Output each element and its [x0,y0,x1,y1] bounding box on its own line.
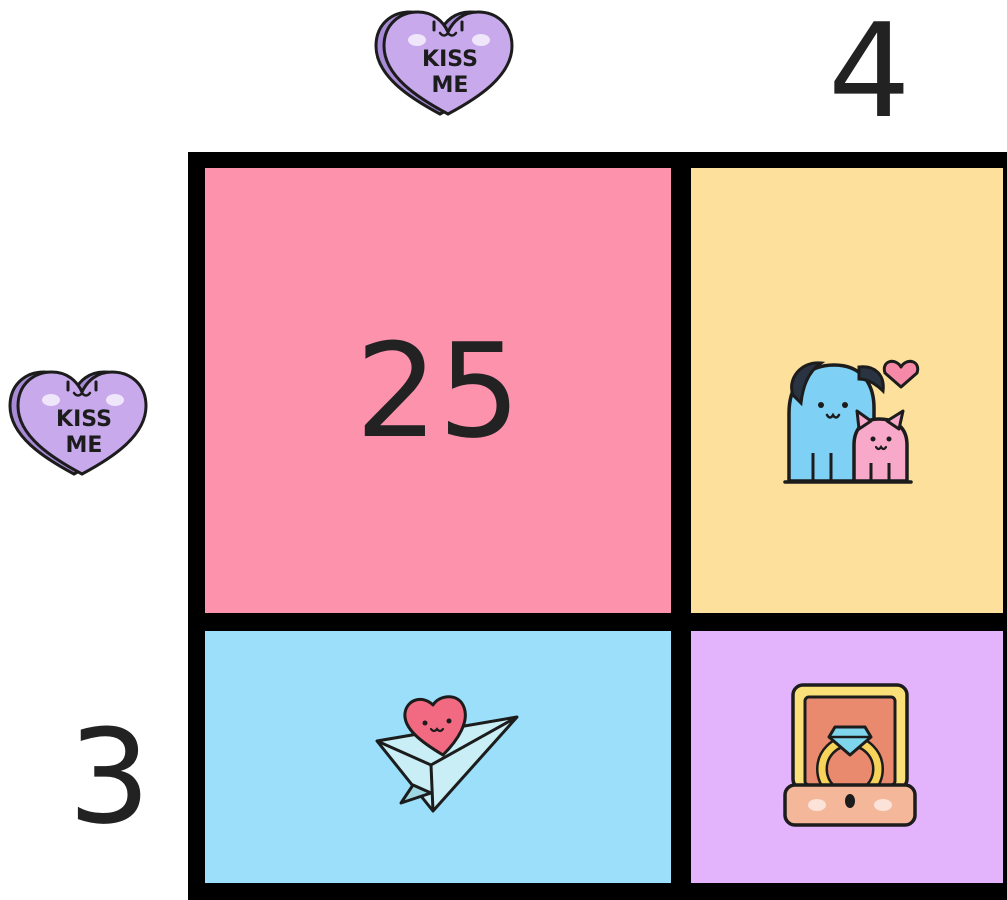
heart-text-line2: ME [66,433,103,458]
area-model-grid: 25 [188,152,1007,900]
heart-paper-plane-icon [373,693,523,818]
cell-bottom-right [691,631,1003,883]
heart-text-line1: KISS [422,47,478,72]
kiss-me-heart-icon: KISS ME [4,366,156,480]
cell-bottom-left [205,631,671,883]
dog-and-cat-icon [779,353,929,488]
cell-top-left: 25 [205,168,671,613]
cell-top-right [691,168,1003,613]
left-dimension-label: 3 [68,712,151,842]
heart-text-line1: KISS [56,407,112,432]
kiss-me-heart-icon: KISS ME [370,6,522,120]
heart-text-line2: ME [432,73,469,98]
ring-box-icon [779,681,921,831]
area-value: 25 [205,326,671,456]
top-dimension-label: 4 [828,6,911,136]
